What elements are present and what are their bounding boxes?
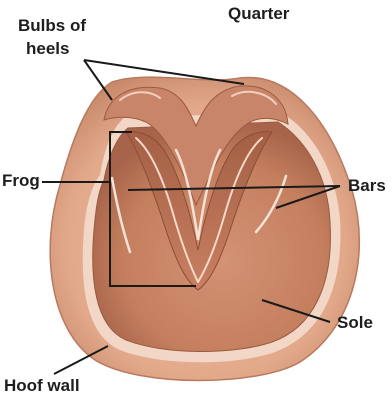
label-bars: Bars [348,176,386,196]
label-bulbs-of-heels-line2: heels [26,39,69,59]
label-quarter: Quarter [228,4,289,24]
label-frog: Frog [2,171,40,191]
label-hoof-wall: Hoof wall [4,376,80,396]
label-sole: Sole [337,313,373,333]
label-bulbs-of-heels-line1: Bulbs of [18,16,86,36]
